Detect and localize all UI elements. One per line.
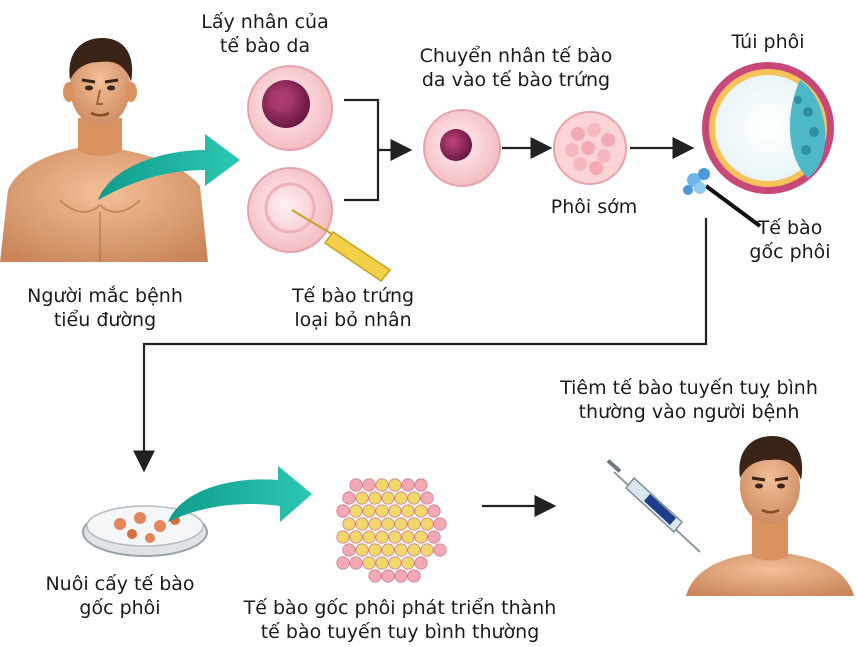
cluster-cell	[337, 505, 349, 517]
label-blastocyst: Túi phôi	[706, 30, 830, 54]
label-line: gốc phôi	[30, 596, 210, 620]
cluster-cell	[363, 479, 375, 491]
cluster-cell	[369, 492, 381, 504]
cluster-cell	[428, 531, 440, 543]
cluster-cell	[402, 505, 414, 517]
cluster-cell	[389, 479, 401, 491]
label-transfer: Chuyển nhân tế bào da vào tế bào trứng	[396, 44, 636, 92]
cluster-cell	[415, 531, 427, 543]
cluster-cell	[369, 518, 381, 530]
label-line: Nuôi cấy tế bào	[30, 572, 210, 596]
cluster-cell	[421, 492, 433, 504]
cluster-cell	[389, 505, 401, 517]
cluster-cell	[428, 505, 440, 517]
cluster-cell	[408, 492, 420, 504]
cluster-cell	[382, 570, 394, 582]
cluster-cell	[350, 505, 362, 517]
cluster-cell	[350, 531, 362, 543]
label-line: Người mắc bệnh	[10, 284, 200, 308]
cluster-cell	[363, 557, 375, 569]
cluster-cell	[402, 531, 414, 543]
pancreatic-cell-cluster-icon	[337, 479, 446, 582]
cluster-cell	[395, 518, 407, 530]
label-line: gốc phôi	[734, 240, 846, 264]
cluster-cell	[376, 557, 388, 569]
cluster-cell	[363, 531, 375, 543]
early-embryo-icon	[554, 112, 626, 184]
cluster-cell	[337, 531, 349, 543]
label-line: Tiêm tế bào tuyến tuỵ bình	[526, 376, 852, 400]
cluster-cell	[376, 531, 388, 543]
cluster-cell	[350, 557, 362, 569]
label-stem-cell: Tế bào gốc phôi	[734, 216, 846, 264]
label-line: Chuyển nhân tế bào	[396, 44, 636, 68]
blastocyst-icon	[702, 62, 834, 194]
cluster-cell	[369, 544, 381, 556]
cluster-cell	[395, 492, 407, 504]
label-early-embryo: Phôi sớm	[534, 195, 654, 219]
label-line: tế bào da	[180, 34, 350, 58]
label-egg-cell: Tế bào trứng loại bỏ nhân	[268, 284, 438, 332]
label-line: Phôi sớm	[534, 195, 654, 219]
label-line: Tế bào trứng	[268, 284, 438, 308]
cluster-cell	[337, 557, 349, 569]
cluster-cell	[402, 557, 414, 569]
label-skin-nucleus: Lấy nhân của tế bào da	[180, 10, 350, 58]
label-line: thường vào người bệnh	[526, 400, 852, 424]
label-line: Lấy nhân của	[180, 10, 350, 34]
label-line: Túi phôi	[706, 30, 830, 54]
cluster-cell	[356, 544, 368, 556]
cluster-cell	[382, 518, 394, 530]
cluster-cell	[343, 492, 355, 504]
label-culture: Nuôi cấy tế bào gốc phôi	[30, 572, 210, 620]
cluster-cell	[389, 531, 401, 543]
enucleated-egg-icon	[248, 168, 332, 252]
syringe-icon	[607, 459, 700, 552]
cluster-cell	[434, 518, 446, 530]
cluster-cell	[402, 479, 414, 491]
man-patient-icon	[686, 436, 854, 596]
cluster-cell	[434, 544, 446, 556]
cluster-cell	[408, 570, 420, 582]
cluster-cell	[421, 518, 433, 530]
cluster-cell	[415, 505, 427, 517]
skin-cell-icon	[248, 66, 332, 150]
label-develop: Tế bào gốc phôi phát triển thành tế bào …	[220, 596, 580, 644]
cluster-cell	[356, 518, 368, 530]
cluster-cell	[395, 570, 407, 582]
cluster-cell	[356, 492, 368, 504]
cluster-cell	[376, 479, 388, 491]
label-line: loại bỏ nhân	[268, 308, 438, 332]
cluster-cell	[382, 544, 394, 556]
label-line: Tế bào	[734, 216, 846, 240]
cluster-cell	[343, 544, 355, 556]
cluster-cell	[376, 505, 388, 517]
cluster-cell	[350, 479, 362, 491]
label-patient: Người mắc bệnh tiểu đường	[10, 284, 200, 332]
label-line: da vào tế bào trứng	[396, 68, 636, 92]
cluster-cell	[408, 518, 420, 530]
label-injection: Tiêm tế bào tuyến tuỵ bình thường vào ng…	[526, 376, 852, 424]
label-line: tế bào tuyến tuy bình thường	[220, 620, 580, 644]
cluster-cell	[389, 557, 401, 569]
cluster-cell	[363, 505, 375, 517]
cluster-cell	[369, 570, 381, 582]
fused-cell-icon	[424, 110, 500, 186]
cluster-cell	[408, 544, 420, 556]
label-line: Tế bào gốc phôi phát triển thành	[220, 596, 580, 620]
label-line: tiểu đường	[10, 308, 200, 332]
cluster-cell	[395, 544, 407, 556]
cluster-cell	[382, 492, 394, 504]
man-patient-icon	[0, 38, 208, 262]
cluster-cell	[343, 518, 355, 530]
cluster-cell	[421, 544, 433, 556]
cluster-cell	[415, 479, 427, 491]
cluster-cell	[415, 557, 427, 569]
